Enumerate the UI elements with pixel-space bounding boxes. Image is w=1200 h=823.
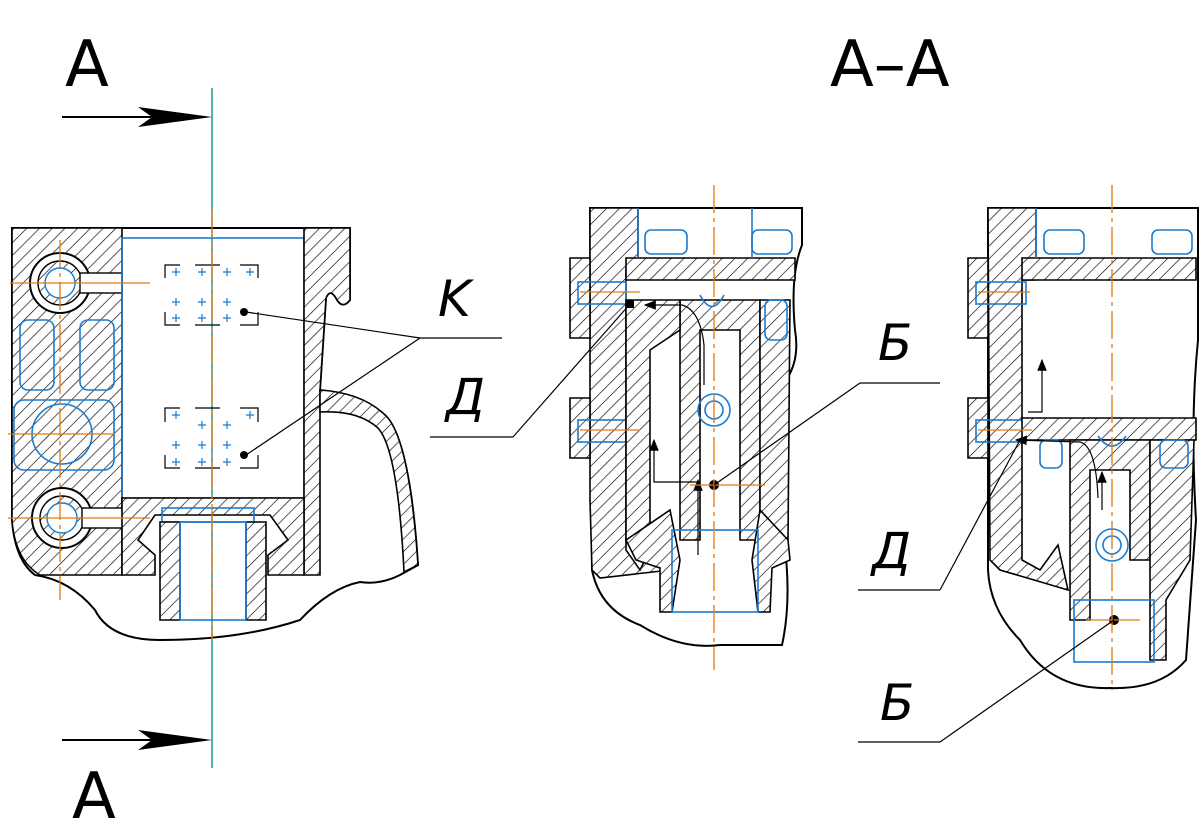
label-b-right: Б: [880, 674, 914, 732]
middle-flow-arrows: [643, 300, 705, 555]
cavity-3: [13, 399, 115, 471]
section-view-middle: [430, 185, 940, 670]
right-pocket-side-r: [1159, 439, 1189, 469]
right-pocket-side: [1039, 439, 1063, 469]
filter-grid-upper: [164, 264, 259, 326]
leader-k: [245, 311, 502, 456]
section-view-right: [858, 185, 1199, 743]
middle-seat-hatch-right: [751, 508, 791, 613]
right-flange-bottom: [967, 397, 989, 459]
middle-channel-hatch: [625, 299, 681, 541]
inner-chamber: [121, 237, 305, 499]
label-k: K: [438, 270, 475, 328]
right-pocket-left: [1043, 229, 1085, 255]
stem-bore: [179, 521, 247, 621]
right-right-wall-hatch: [1149, 439, 1195, 661]
valve-seat-hatch: [121, 497, 305, 576]
leader-b-left: [713, 382, 940, 486]
right-plate-hatch: [1021, 417, 1197, 441]
stem-tube-hatch: [159, 521, 267, 621]
leader-d-right: [858, 439, 1021, 591]
middle-inner-edge: [637, 208, 753, 258]
right-wall-hatch: [303, 227, 351, 576]
cavity-2: [79, 319, 115, 391]
right-stem-bore: [1073, 599, 1155, 663]
leader-b-right: [858, 619, 1115, 743]
middle-pocket-right: [751, 229, 793, 255]
label-d-left: Д: [444, 368, 485, 426]
label-b-left: Б: [878, 314, 912, 372]
marker-point: [240, 308, 248, 316]
section-label-a-bottom: A: [72, 760, 116, 823]
marker-point: [240, 451, 248, 459]
outlet-pipe-hatch: [319, 389, 419, 574]
left-wall-hatch: [11, 227, 123, 576]
label-d-right: Д: [870, 522, 911, 580]
right-flow-arrows: [1014, 358, 1107, 510]
section-arrow-top: [62, 107, 212, 127]
right-bolt-top: [975, 281, 1027, 305]
section-title: A–A: [830, 28, 950, 102]
middle-notch: [699, 294, 725, 308]
middle-pocket-left: [644, 229, 688, 255]
right-pocket-right: [1151, 229, 1193, 255]
middle-top-plate-hatch: [625, 257, 796, 281]
middle-flange-top: [569, 257, 591, 339]
middle-seat-hatch: [624, 508, 681, 613]
leader-d-left: [430, 303, 631, 438]
middle-bolt-top: [577, 281, 627, 305]
middle-pocket-side: [764, 299, 788, 341]
section-arrow-bottom: [62, 730, 212, 750]
middle-bore-outer: [697, 393, 731, 427]
right-top-plate-hatch: [1021, 257, 1197, 281]
left-view: [8, 88, 502, 768]
middle-flange-bottom: [569, 397, 591, 459]
filter-grid-lower: [164, 407, 259, 469]
right-flange-top: [967, 257, 989, 339]
cavity-1: [19, 319, 55, 391]
middle-inner-hatch: [679, 299, 761, 541]
middle-stem-bore: [671, 529, 759, 613]
section-label-a-top: A: [65, 28, 109, 102]
right-inner-body-hatch: [1069, 439, 1151, 621]
